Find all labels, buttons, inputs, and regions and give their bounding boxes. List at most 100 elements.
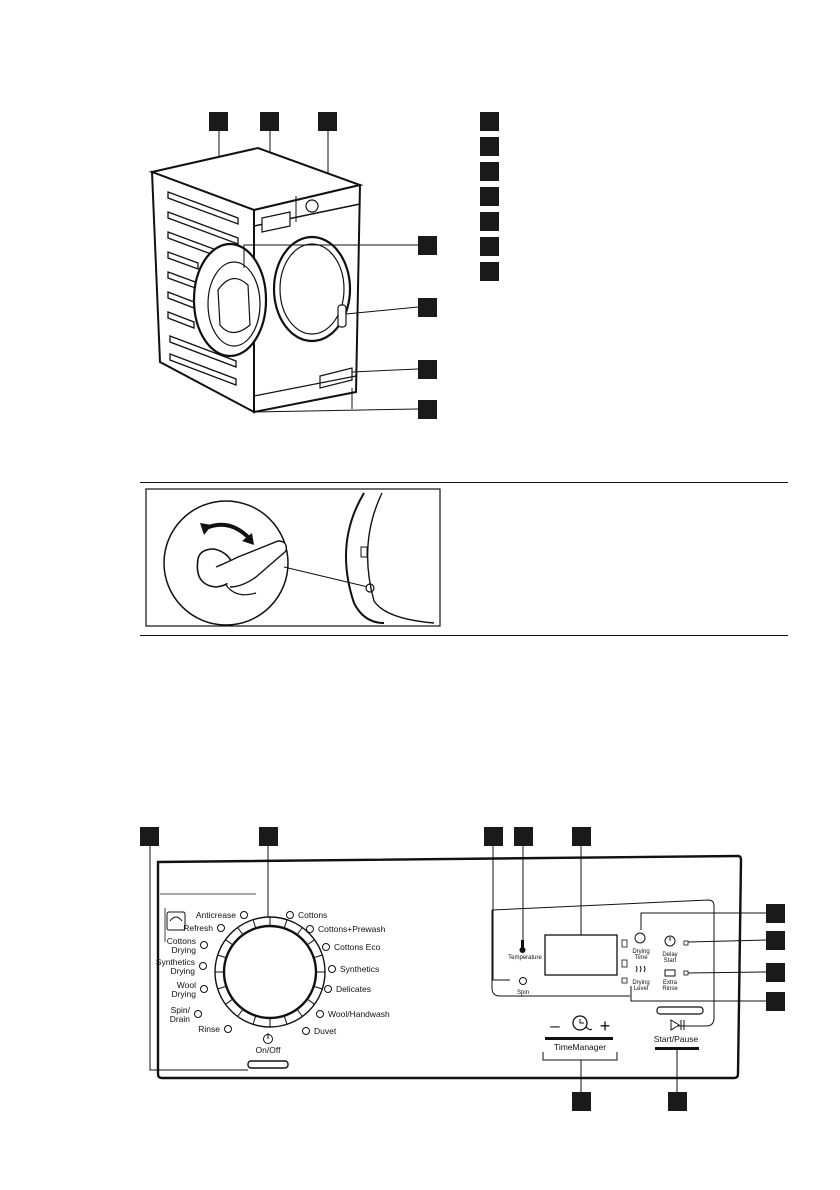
delay-start-icon [664, 935, 676, 947]
delicates-icon [324, 985, 332, 993]
panel-callout-8 [766, 963, 785, 982]
divider-top [140, 482, 788, 483]
on-off-label: On/Off [256, 1045, 282, 1055]
start-pause-top-key[interactable] [656, 1006, 704, 1015]
cottons-prewash-icon [306, 925, 314, 933]
panel-callout-5 [572, 827, 591, 846]
programme-option: Cottons [286, 910, 327, 920]
extra-rinse-icon [664, 969, 676, 977]
programme-label: Synthetics [340, 964, 379, 974]
programme-label: Anticrease [196, 910, 236, 920]
wool-handwash-icon [316, 1010, 324, 1018]
dial-segment-divider [283, 1015, 288, 1025]
cottons-drying-icon [200, 941, 208, 949]
on-off-button[interactable] [247, 1060, 289, 1069]
panel-callout-7 [766, 931, 785, 950]
rinse-icon [224, 1025, 232, 1033]
programme-option: Synthetics [328, 964, 379, 974]
drying-level-icon [635, 965, 646, 973]
dial-segment-divider [306, 939, 315, 946]
programme-label: Rinse [198, 1024, 220, 1034]
programme-label: Duvet [314, 1026, 337, 1036]
programme-label: Cottons+Prewash [318, 924, 386, 934]
programme-option: Rinse [198, 1024, 232, 1034]
legend-box-5 [480, 212, 499, 231]
callout-box-6 [418, 360, 437, 379]
delay-start-led [683, 940, 689, 946]
dial-segment-divider [252, 1015, 257, 1025]
start-pause-label: Start/Pause [654, 1034, 699, 1044]
drying-time-icon [634, 932, 646, 944]
time-manager-bar[interactable] [545, 1037, 613, 1040]
dial-segment-divider [225, 939, 234, 946]
programme-dial[interactable] [222, 924, 318, 1020]
programme-option: Delicates [324, 984, 371, 994]
callout-box-5 [418, 298, 437, 317]
start-pause-button[interactable] [655, 1047, 699, 1050]
synthetics-drying-icon [199, 962, 207, 970]
dial-segment-divider [217, 954, 227, 959]
time-plus-button[interactable]: + [600, 1016, 611, 1036]
programme-label: Cottons [298, 910, 327, 920]
callout-box-4 [418, 236, 437, 255]
spin-label: Spin [517, 990, 529, 996]
legend-box-4 [480, 187, 499, 206]
time-manager-icon [572, 1015, 588, 1031]
dial-segment-divider [296, 1008, 303, 1017]
programme-label: Delicates [336, 984, 371, 994]
programme-option: Cottons Eco [322, 942, 381, 952]
time-minus-button[interactable]: – [550, 1016, 560, 1035]
programme-option: Spin/Drain [170, 1005, 202, 1024]
panel-callout-10 [572, 1092, 591, 1111]
legend-box-6 [480, 237, 499, 256]
dial-segment-divider [252, 919, 257, 929]
programme-label: Refresh [183, 923, 213, 933]
programme-option: Cottons+Prewash [306, 924, 386, 934]
panel-callout-11 [668, 1092, 687, 1111]
programme-label: Wool/Handwash [328, 1009, 390, 1019]
divider-bottom [140, 635, 788, 636]
callout-box-7 [418, 400, 437, 419]
duvet-icon [302, 1027, 310, 1035]
cottons-eco-icon [322, 943, 330, 951]
drying-mode-icon [166, 911, 186, 931]
callout-box-1 [209, 112, 228, 131]
refresh-icon [217, 924, 225, 932]
dial-segment-divider [283, 919, 288, 929]
dial-segment-divider [217, 985, 227, 990]
spin-icon [519, 977, 527, 985]
programme-label: Cottons Eco [334, 942, 381, 952]
dial-segment-divider [237, 1008, 244, 1017]
extra-rinse-led [683, 970, 689, 976]
panel-callout-4 [514, 827, 533, 846]
temperature-button[interactable]: Temperature [508, 940, 543, 961]
anticrease-icon [240, 911, 248, 919]
panel-callout-3 [484, 827, 503, 846]
spin-button[interactable]: Spin [517, 977, 529, 997]
programme-option: Refresh [183, 923, 225, 933]
display [544, 934, 618, 976]
panel-callout-9 [766, 992, 785, 1011]
programme-option: Duvet [302, 1026, 337, 1036]
programme-option: Wool/Handwash [316, 1009, 390, 1019]
legend-box-1 [480, 112, 499, 131]
dial-segment-divider [296, 927, 303, 936]
panel-callout-2 [259, 827, 278, 846]
temperature-label: Temperature [508, 955, 542, 961]
wool-drying-icon [200, 985, 208, 993]
callout-box-2 [260, 112, 279, 131]
panel-callout-6 [766, 904, 785, 923]
